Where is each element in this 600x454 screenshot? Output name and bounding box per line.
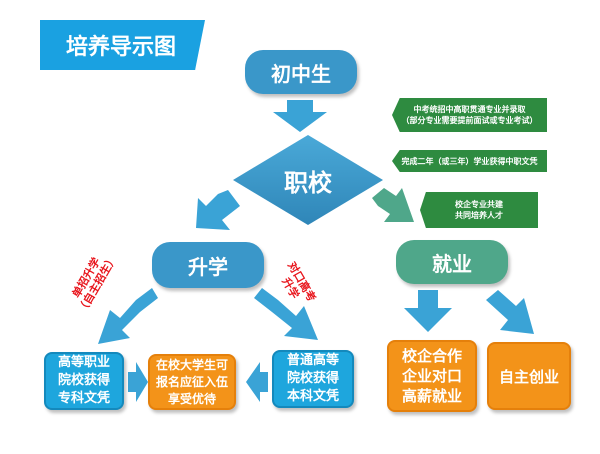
box-self-employed: 自主创业 [487,342,571,410]
start-node: 初中生 [245,50,357,94]
note-admission-line2: （部分专业需要提前面试或专业考试） [401,116,538,125]
arrow-university-to-enlist [246,362,268,402]
box-enlist-benefit-line1: 在校大学生可 [155,357,228,372]
school-node: 职校 [284,168,332,197]
box-self-employed-text: 自主创业 [498,367,559,386]
note-cooperation-line2: 共同培养人才 [455,211,503,220]
box-higher-vocational: 高等职业 院校获得 专科文凭 [44,352,124,410]
box-enterprise-line3: 高薪就业 [401,387,462,405]
box-enterprise-line2: 企业对口 [401,367,462,385]
further-study-node: 升学 [152,242,264,288]
box-enterprise-line1: 校企合作 [401,347,462,365]
arrow-school-to-employment [372,188,414,222]
arrow-employment-to-enterprise [404,290,452,332]
note-diploma: 完成二年（或三年）学业获得中职文凭 [392,150,547,172]
box-regular-university-line2: 院校获得 [286,371,339,386]
arrow-start-to-school [273,100,327,132]
arrow-vocational-to-enlist [128,362,148,402]
note-admission: 中考统招中高职贯通专业并录取 （部分专业需要提前面试或专业考试） [392,98,547,132]
arrow-school-to-study [196,190,240,230]
employment-node: 就业 [396,240,508,284]
box-higher-vocational-line3: 专科文凭 [57,391,110,406]
school-diamond [233,135,383,225]
note-cooperation: 校企专业共建 共同培养人才 [420,192,538,228]
arrow-study-to-university [254,288,318,340]
box-regular-university-line3: 本科文凭 [286,389,339,404]
box-enlist-benefit: 在校大学生可 报名应征入伍 享受优待 [148,354,236,410]
arrow-study-to-vocational [98,288,158,344]
page-title: 培养导示图 [40,20,205,70]
box-enlist-benefit-line3: 享受优待 [167,391,216,406]
note-cooperation-line1: 校企专业共建 [455,200,503,209]
box-enlist-benefit-line2: 报名应征入伍 [155,374,228,389]
note-admission-line1: 中考统招中高职贯通专业并录取 [413,105,526,114]
box-enterprise: 校企合作 企业对口 高薪就业 [387,340,477,412]
box-higher-vocational-line1: 高等职业 [57,355,110,370]
box-higher-vocational-line2: 院校获得 [57,373,110,388]
arrow-employment-to-selfemployed [486,290,534,334]
note-diploma-text: 完成二年（或三年）学业获得中职文凭 [401,156,538,166]
box-regular-university-line1: 普通高等 [286,353,339,368]
box-regular-university: 普通高等 院校获得 本科文凭 [272,350,354,408]
